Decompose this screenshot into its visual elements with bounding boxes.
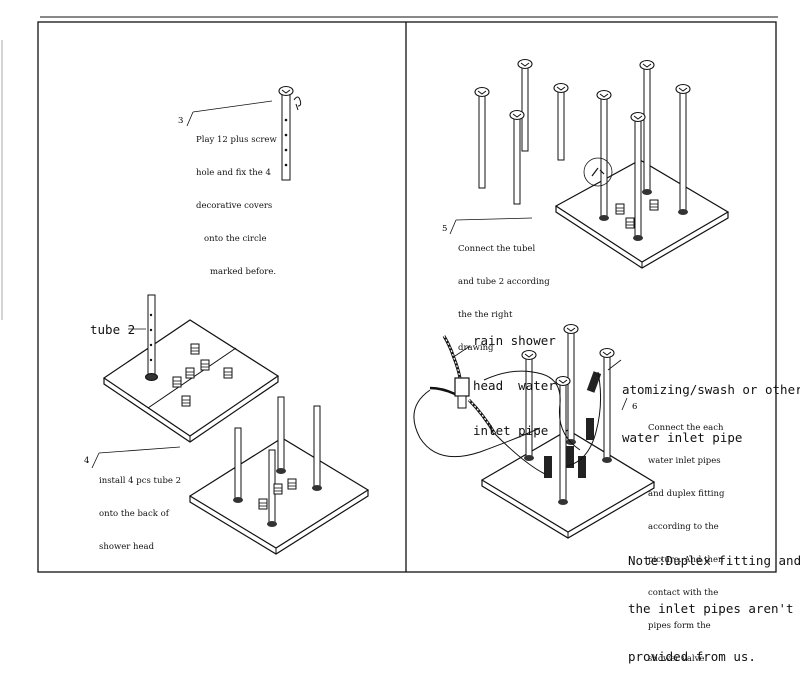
note-text: Note:Duplex fitting and the inlet pipes … <box>628 523 800 679</box>
step3-line: hole and fix the 4 <box>196 168 271 178</box>
step4-leader <box>98 446 181 454</box>
rain-inlet-line: head water <box>473 378 556 393</box>
step4-line: shower head <box>99 542 155 552</box>
step3-text: Play 12 plus screw hole and fix the 4 de… <box>196 113 277 289</box>
step6-line: and duplex fitting <box>648 489 725 499</box>
step5-assembly <box>474 58 730 269</box>
step5-line: Connect the tubel <box>458 244 536 254</box>
step5-line: drawing <box>458 343 494 353</box>
note-line: Note:Duplex fitting and <box>628 553 800 568</box>
step4-board-top <box>102 294 280 443</box>
step4-number: 4 <box>84 456 90 466</box>
step6-assembly <box>413 323 656 539</box>
atomizing-label: atomizing/swash or other water inlet pip… <box>622 352 800 460</box>
step4-slash <box>91 452 100 469</box>
rain-inlet-line: inlet pipe <box>473 423 549 438</box>
rain-inlet-leader <box>454 345 471 357</box>
rain-inlet-line: rain shower <box>473 333 556 348</box>
step4-line: install 4 pcs tube 2 <box>99 476 182 486</box>
step5-line: the the right <box>458 310 513 320</box>
step6-number: 6 <box>632 402 638 412</box>
step6-line: water inlet pipes <box>648 456 721 466</box>
step4-board-bottom <box>188 396 370 555</box>
note-line: the inlet pipes aren't <box>628 601 794 616</box>
step3-line: onto the circle <box>204 234 267 244</box>
rain-inlet-label: rain shower head water inlet pipe <box>473 303 556 453</box>
step6-line: picture. And then <box>648 555 724 565</box>
step5-line: and tube 2 according <box>458 277 550 287</box>
step4-text: install 4 pcs tube 2 onto the back of sh… <box>99 454 181 564</box>
step5-slash <box>449 219 457 235</box>
step3-line: decorative covers <box>196 201 273 211</box>
step6-line: contact with the <box>648 588 719 598</box>
tube2-label: tube 2 <box>90 322 136 337</box>
atomizing-leader <box>607 359 622 371</box>
step3-line: marked before. <box>210 267 277 277</box>
step3-line: Play 12 plus screw <box>196 135 277 145</box>
step3-slash <box>186 111 194 127</box>
atomizing-line: atomizing/swash or other <box>622 382 800 397</box>
step5-leader <box>455 217 533 221</box>
step6-line: Connect the each <box>648 423 724 433</box>
step6-line: according to the <box>648 522 719 532</box>
assembly-illustrations <box>1 16 778 573</box>
step5-number: 5 <box>442 224 448 234</box>
step3-leader <box>192 100 273 113</box>
step6-slash <box>621 397 628 411</box>
step5-text: Connect the tubel and tube 2 according t… <box>458 222 550 365</box>
atomizing-line: water inlet pipe <box>622 430 743 445</box>
page-frame <box>37 21 777 573</box>
step4-line: onto the back of <box>99 509 169 519</box>
note-line: provided from us. <box>628 649 756 664</box>
step3-number: 3 <box>178 116 184 126</box>
step3-tube <box>278 85 302 181</box>
